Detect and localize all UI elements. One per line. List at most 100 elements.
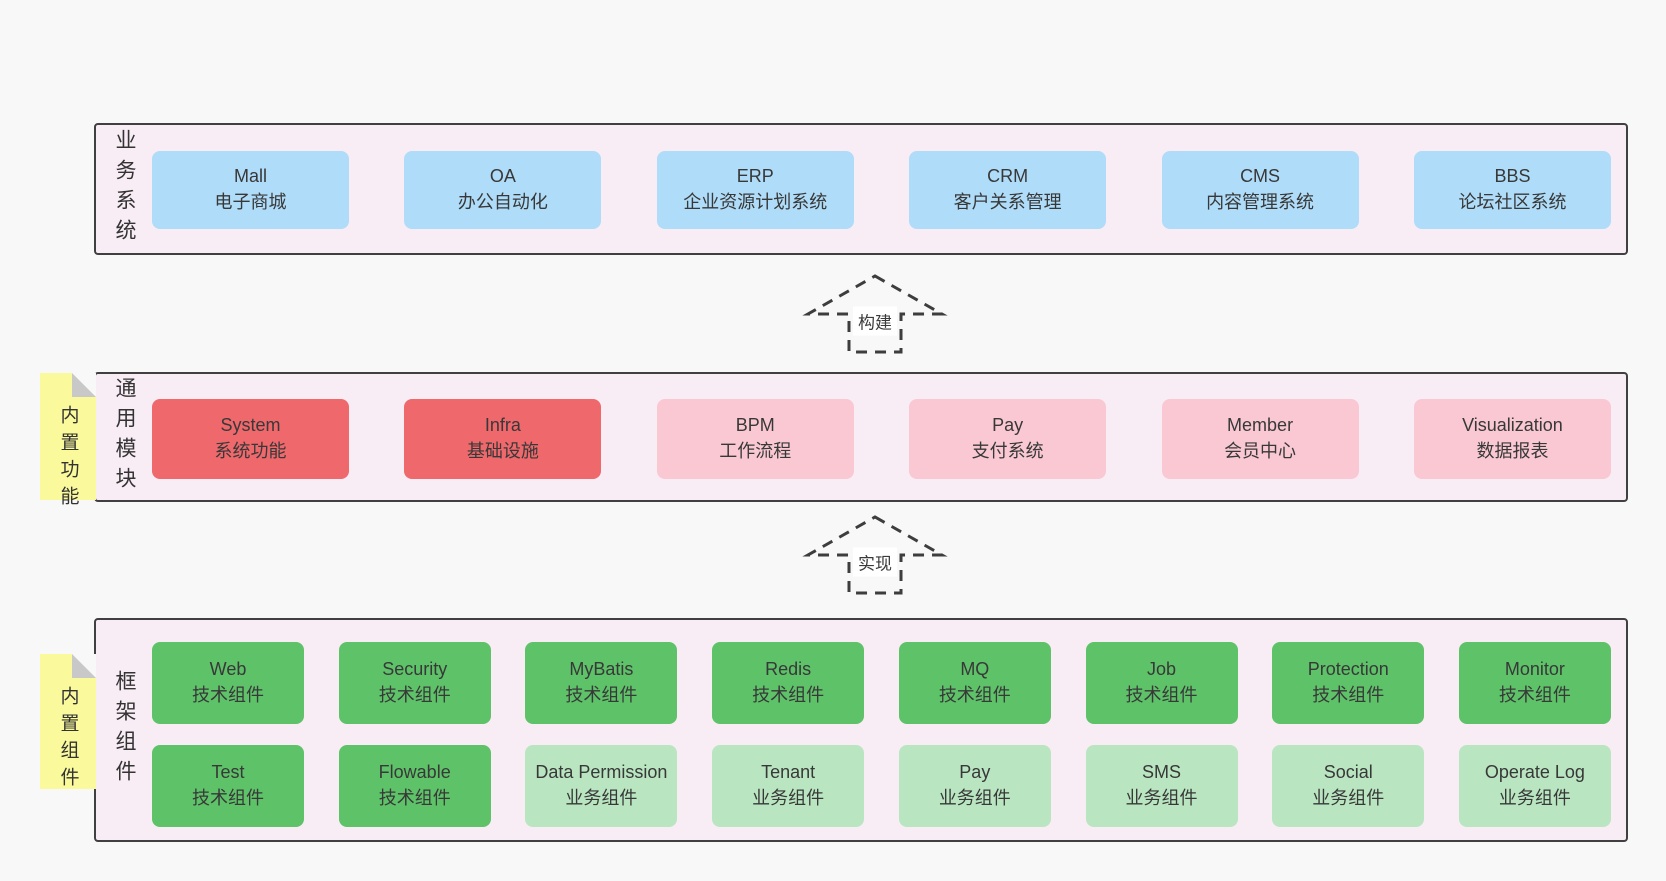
sticky-built-in-components: 内置组件 xyxy=(40,654,96,794)
box-monitor: Monitor 技术组件 xyxy=(1458,642,1611,724)
box-title: OA xyxy=(489,166,516,187)
box-subtitle: 支付系统 xyxy=(971,441,1044,461)
box-social: Social 业务组件 xyxy=(1272,745,1425,827)
common-modules-row: System 系统功能 Infra 基础设施 BPM 工作流程 Pay 支付系统… xyxy=(152,399,1611,479)
box-security: Security 技术组件 xyxy=(338,642,491,724)
box-sms: SMS 业务组件 xyxy=(1085,745,1238,827)
box-title: CMS xyxy=(1240,166,1281,187)
box-subtitle: 技术组件 xyxy=(752,685,825,705)
box-title: BPM xyxy=(735,415,775,436)
box-subtitle: 系统功能 xyxy=(214,441,287,461)
box-subtitle: 业务组件 xyxy=(938,788,1011,808)
box-subtitle: 内容管理系统 xyxy=(1206,192,1315,212)
box-bpm: BPM 工作流程 xyxy=(656,399,854,479)
box-mall: Mall 电子商城 xyxy=(152,151,349,229)
box-bbs: BBS 论坛社区系统 xyxy=(1413,151,1611,229)
folded-corner-icon xyxy=(72,654,96,678)
box-subtitle: 论坛社区系统 xyxy=(1458,192,1567,212)
box-subtitle: 客户关系管理 xyxy=(953,192,1062,212)
box-title: Monitor xyxy=(1504,659,1565,680)
sticky-built-in-components-label: 内置组件 xyxy=(57,686,79,794)
layer-common-modules-label: 通用模块 xyxy=(113,377,136,497)
box-title: Social xyxy=(1323,762,1373,783)
box-title: Tenant xyxy=(761,762,816,783)
box-erp: ERP 企业资源计划系统 xyxy=(656,151,854,229)
box-mq: MQ 技术组件 xyxy=(898,642,1051,724)
box-title: Redis xyxy=(765,659,812,680)
box-title: CRM xyxy=(987,166,1029,187)
layer-business-systems-label: 业务系统 xyxy=(113,129,136,249)
box-subtitle: 会员中心 xyxy=(1224,441,1297,461)
box-member: Member 会员中心 xyxy=(1161,399,1359,479)
box-job: Job 技术组件 xyxy=(1085,642,1238,724)
box-subtitle: 技术组件 xyxy=(1125,685,1198,705)
sticky-built-in-features-label: 内置功能 xyxy=(57,405,79,513)
arrow-implement-label: 实现 xyxy=(853,547,897,577)
box-crm: CRM 客户关系管理 xyxy=(909,151,1107,229)
business-systems-row: Mall 电子商城 OA 办公自动化 ERP 企业资源计划系统 CRM 客户关系… xyxy=(152,151,1611,229)
box-title: Test xyxy=(211,762,245,783)
folded-corner-icon xyxy=(72,373,96,397)
box-title: Pay xyxy=(992,415,1024,436)
arrow-build: 构建 xyxy=(802,274,948,354)
box-subtitle: 企业资源计划系统 xyxy=(683,192,828,212)
box-subtitle: 基础设施 xyxy=(466,441,539,461)
arrow-build-label: 构建 xyxy=(853,306,897,336)
box-mybatis: MyBatis 技术组件 xyxy=(525,642,678,724)
box-title: BBS xyxy=(1494,166,1531,187)
box-web: Web 技术组件 xyxy=(152,642,304,724)
box-subtitle: 电子商城 xyxy=(214,192,287,212)
box-subtitle: 技术组件 xyxy=(192,685,264,705)
box-title: Protection xyxy=(1307,659,1389,680)
box-subtitle: 业务组件 xyxy=(1125,788,1198,808)
box-visualization: Visualization 数据报表 xyxy=(1413,399,1611,479)
framework-components-row-1: Web 技术组件 Security 技术组件 MyBatis 技术组件 Redi… xyxy=(152,642,1611,724)
framework-components-row-2: Test 技术组件 Flowable 技术组件 Data Permission … xyxy=(152,745,1611,827)
box-title: Member xyxy=(1227,415,1294,436)
box-title: ERP xyxy=(736,166,774,187)
box-infra: Infra 基础设施 xyxy=(404,399,602,479)
sticky-built-in-features: 内置功能 xyxy=(40,373,96,513)
box-pay-business: Pay 业务组件 xyxy=(898,745,1051,827)
box-title: Flowable xyxy=(378,762,451,783)
up-arrow-icon xyxy=(802,274,948,354)
box-oa: OA 办公自动化 xyxy=(404,151,602,229)
up-arrow-icon xyxy=(802,515,948,595)
box-title: Web xyxy=(209,659,247,680)
layer-common-modules: 通用模块 System 系统功能 Infra 基础设施 BPM 工作流程 Pay… xyxy=(94,372,1628,502)
box-subtitle: 工作流程 xyxy=(719,441,792,461)
box-pay: Pay 支付系统 xyxy=(909,399,1107,479)
box-subtitle: 技术组件 xyxy=(378,788,451,808)
layer-business-systems: 业务系统 Mall 电子商城 OA 办公自动化 ERP 企业资源计划系统 CRM… xyxy=(94,123,1628,255)
box-title: MyBatis xyxy=(569,659,634,680)
box-title: Job xyxy=(1147,659,1177,680)
box-subtitle: 业务组件 xyxy=(1498,788,1571,808)
box-subtitle: 办公自动化 xyxy=(457,192,548,212)
box-subtitle: 技术组件 xyxy=(1312,685,1385,705)
box-subtitle: 技术组件 xyxy=(938,685,1011,705)
box-title: Infra xyxy=(484,415,521,436)
box-title: MQ xyxy=(960,659,990,680)
box-title: Operate Log xyxy=(1484,762,1585,783)
layer-framework-components: 框架组件 Web 技术组件 Security 技术组件 MyBatis 技术组件… xyxy=(94,618,1628,842)
box-tenant: Tenant 业务组件 xyxy=(712,745,865,827)
box-test: Test 技术组件 xyxy=(152,745,304,827)
box-title: Security xyxy=(382,659,448,680)
layer-framework-components-label: 框架组件 xyxy=(113,670,136,790)
box-protection: Protection 技术组件 xyxy=(1272,642,1425,724)
box-subtitle: 业务组件 xyxy=(1312,788,1385,808)
arrow-implement: 实现 xyxy=(802,515,948,595)
box-title: Pay xyxy=(959,762,991,783)
box-title: Mall xyxy=(233,166,267,187)
box-subtitle: 技术组件 xyxy=(378,685,451,705)
box-system: System 系统功能 xyxy=(152,399,349,479)
box-data-permission: Data Permission 业务组件 xyxy=(525,745,678,827)
box-operate-log: Operate Log 业务组件 xyxy=(1458,745,1611,827)
box-title: System xyxy=(220,415,281,436)
box-subtitle: 业务组件 xyxy=(565,788,638,808)
box-flowable: Flowable 技术组件 xyxy=(338,745,491,827)
box-subtitle: 技术组件 xyxy=(192,788,264,808)
box-title: Data Permission xyxy=(535,762,668,783)
box-subtitle: 业务组件 xyxy=(752,788,825,808)
